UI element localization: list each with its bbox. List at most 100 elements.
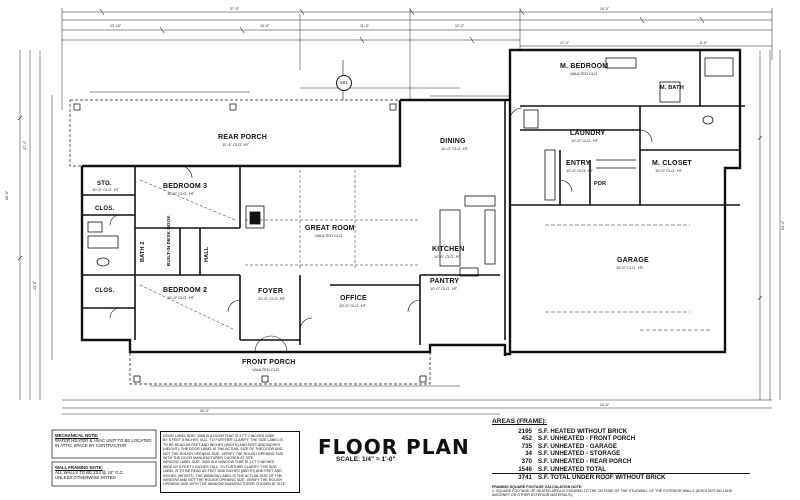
area-value: 1546 [518, 465, 532, 473]
room-bath-2: BATH 2 [140, 241, 146, 262]
section-marker: 601 [336, 75, 352, 91]
svg-text:24'-0": 24'-0" [600, 403, 610, 407]
room-kitchen: KITCHEN [432, 246, 465, 253]
svg-text:60'-0": 60'-0" [5, 190, 9, 200]
room-pantry-ceiling: 10'-0" CLG. HT. [430, 286, 458, 291]
area-description: S.F. TOTAL UNDER ROOF WITHOUT BRICK [538, 474, 666, 482]
label-note-line: INCHES (HEIGHT). THE WINDOW LABEL IS THE… [163, 473, 282, 478]
framing-footnote-heading: FRAMING SQUARE FOOTAGE CALCULATION NOTE: [492, 485, 583, 489]
room-sto: STO. [97, 181, 112, 187]
room-sto-ceiling: 10'-0" CLG. HT. [92, 187, 120, 192]
room-laundry: LAUNDRY [570, 130, 606, 137]
mechanical-note-heading: MECHANICAL NOTE: [55, 433, 99, 438]
room-office-ceiling: 10'-0" CLG. HT. [339, 303, 367, 308]
svg-text:37'-0": 37'-0" [230, 7, 240, 11]
room-bedroom-2: BEDROOM 2 [163, 287, 208, 294]
framing-footnote-text: 1. SQUARE FOOTAGE OF HEATED AREA IS FIGU… [492, 489, 733, 498]
room-office: OFFICE [340, 295, 367, 302]
label-note-line: OPENING SIZE WITH THE WINDOW MANUFACTURE… [163, 482, 286, 487]
area-value: 34 [525, 450, 532, 458]
area-value: 735 [521, 442, 532, 450]
room-bedroom-3-ceiling: 10'-0" CLG. HT. [167, 191, 195, 196]
dimension-ticks [17, 8, 763, 301]
scale-label: SCALE: 1/4" = 1'-0" [336, 456, 396, 463]
mechanical-note-line: IN ATTIC SPACE BY CONTRACTOR [55, 443, 127, 448]
area-value: 452 [521, 435, 532, 443]
svg-text:53'-4": 53'-4" [781, 220, 785, 230]
svg-text:10'-0": 10'-0" [260, 24, 270, 28]
label-note-line: WITH THE DOOR MANUFACTURER CHOSEN AT SIT… [163, 456, 255, 461]
room-entry: ENTRY [566, 160, 591, 167]
svg-text:40'-0": 40'-0" [200, 409, 210, 413]
door-swings [109, 107, 653, 353]
room-garage: GARAGE [617, 257, 649, 264]
room-builtin-desk: BUILT-IN DESK NOOK [166, 215, 171, 266]
area-description: S.F. UNHEATED - FRONT PORCH [538, 435, 636, 443]
exterior-walls [80, 48, 742, 356]
room-laundry-ceiling: 10'-0" CLG. HT. [571, 138, 599, 143]
label-note-line: LABEL IS TO BE READ AS FEET AND INCHES (… [163, 469, 282, 474]
room-foyer-ceiling: 10'-0" CLG. HT. [258, 296, 286, 301]
area-row: 34 S.F. UNHEATED - STORAGE [492, 450, 750, 458]
room-rear-porch-ceiling: 11'-4" CLG. HT. [222, 142, 250, 147]
label-note-line: WINDOW AND NOT THE ROUGH OPENING SIZE. V… [163, 478, 283, 483]
room-pdr: PDR [594, 181, 607, 187]
svg-text:13'-10": 13'-10" [110, 24, 122, 28]
svg-text:23'-6": 23'-6" [33, 280, 37, 290]
room-dining-ceiling: 10'-0" CLG. HT. [441, 146, 469, 151]
area-description: S.F. UNHEATED - STORAGE [538, 450, 621, 458]
fixtures [87, 57, 734, 277]
room-m-bedroom: M. BEDROOM [560, 63, 609, 70]
svg-text:24'-0": 24'-0" [600, 7, 610, 11]
room-closet-bottom: CLOS. [95, 288, 115, 294]
label-note-line: DOOR LABEL SIZE: 3068 IS A DOOR THAT IS … [163, 434, 275, 438]
interior-walls [82, 50, 745, 345]
area-row: 1546 S.F. UNHEATED TOTAL [492, 466, 750, 474]
room-entry-ceiling: 10'-0" CLG. HT. [566, 168, 594, 173]
area-description: S.F. HEATED WITHOUT BRICK [538, 427, 628, 435]
room-dining: DINING [440, 138, 466, 145]
wall-framing-note: WALL FRAMING NOTE: ALL WALLS TO BE 2X4 @… [55, 465, 124, 480]
label-note-line: WINDOW LABEL SIZE: 3050 IS A WINDOW THAT… [163, 460, 275, 465]
area-value: 370 [521, 457, 532, 465]
areas-table: AREAS (FRAME): 2195 S.F. HEATED WITHOUT … [492, 418, 750, 482]
label-note-line: BY 6 FEET 8 INCHES TALL. TO FURTHER CLAR… [163, 438, 283, 443]
room-pantry: PANTRY [430, 278, 460, 285]
room-closet-top: CLOS. [95, 206, 115, 212]
area-description: S.F. UNHEATED - GARAGE [538, 442, 617, 450]
door-window-label-note: DOOR LABEL SIZE: 3068 IS A DOOR THAT IS … [160, 431, 300, 493]
room-front-porch: FRONT PORCH [242, 359, 296, 366]
svg-text:8'-0": 8'-0" [700, 41, 708, 45]
room-bedroom-3: BEDROOM 3 [163, 183, 208, 190]
area-row-total: 3741 S.F. TOTAL UNDER ROOF WITHOUT BRICK [492, 473, 750, 482]
room-great-room: GREAT ROOM [305, 225, 355, 232]
label-note-line: TO BE READ AS FEET AND INCHES (WIDTH) AN… [163, 442, 281, 447]
rear-porch-outline [69, 99, 401, 167]
room-rear-porch: REAR PORCH [218, 134, 268, 141]
mechanical-note: MECHANICAL NOTE: WATER HEATER & HVAC UNI… [55, 433, 151, 448]
area-value: 3741 [518, 474, 532, 482]
area-row: 452 S.F. UNHEATED - FRONT PORCH [492, 435, 750, 443]
svg-text:17'-0": 17'-0" [560, 41, 570, 45]
label-note-line: WIDE BY 5 FEET 0 INCHES TALL. TO FURTHER… [163, 464, 277, 469]
area-row: 2195 S.F. HEATED WITHOUT BRICK [492, 428, 750, 436]
framing-footnote: FRAMING SQUARE FOOTAGE CALCULATION NOTE:… [492, 485, 750, 498]
room-kitchen-ceiling: 10'-0" CLG. HT. [434, 254, 462, 259]
room-m-bedroom-ceiling: VAULTED CLG. [570, 71, 599, 76]
label-note-line: NOT THE ROUGH OPENING SIZE. VERIFY THE R… [163, 451, 284, 456]
svg-text:11'-4": 11'-4" [360, 24, 370, 28]
room-great-room-ceiling: VAULTED CLG. [315, 233, 344, 238]
room-m-bath: M. BATH [660, 85, 684, 91]
room-foyer: FOYER [258, 288, 284, 295]
area-row: 735 S.F. UNHEATED - GARAGE [492, 443, 750, 451]
room-m-closet: M. CLOSET [652, 160, 692, 167]
label-note-line: (HEIGHT). THE DOOR LABEL IS THE ACTUAL S… [163, 447, 283, 452]
area-row: 370 S.F. UNHEATED - REAR PORCH [492, 458, 750, 466]
svg-text:12'-0": 12'-0" [455, 24, 465, 28]
wall-framing-note-line: UNLESS OTHERWISE NOTED [55, 475, 116, 480]
note-box-borders [51, 429, 157, 487]
page-title: FLOOR PLAN [318, 435, 470, 459]
dimension-lines [19, 8, 781, 415]
svg-text:17'-4": 17'-4" [23, 140, 27, 150]
